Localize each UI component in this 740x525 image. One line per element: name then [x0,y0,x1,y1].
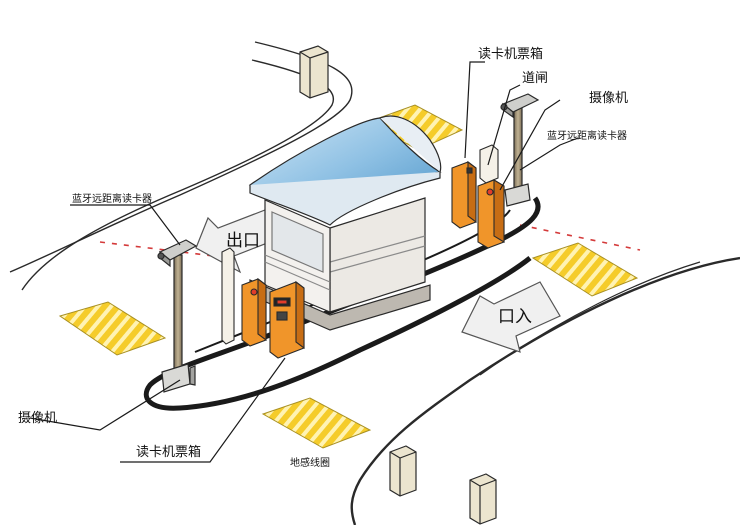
bluetooth-reader-left [221,247,235,345]
ticket-box-right [451,144,505,249]
label-barrier-gate: 道闸 [522,71,548,86]
bollard-icon [299,45,329,99]
leader-lines [29,61,579,463]
label-exit-sign: 出口 [226,231,260,251]
camera-icon [500,93,540,119]
ticket-box-left [221,247,305,359]
booth-icon [248,115,442,331]
label-card-reader-bottom: 读卡机票箱 [136,444,201,460]
ticket-box-icon [451,160,477,229]
loop-detector-right [531,242,639,297]
loop-detector-bottom [261,397,372,449]
label-card-reader-top: 读卡机票箱 [478,46,543,62]
bollards [299,45,497,525]
barrier-gate-icon [241,277,267,347]
label-camera-left: 摄像机 [18,411,57,426]
barrier-gate-icon [477,179,505,249]
bollard-icon [389,445,417,497]
bollard-icon [469,473,497,525]
entry-arrow-icon [461,281,561,353]
ticket-box-icon [269,280,305,359]
bluetooth-reader-right [479,144,499,184]
label-bluetooth-right: 蓝牙远距离读卡器 [547,129,627,142]
traffic-island-outline [143,196,541,411]
road-curve-right-inner [479,261,701,376]
camera-icon [157,239,198,268]
road-curve-right [350,256,740,525]
label-loop-detector: 地感线圈 [290,456,330,469]
label-camera-right: 摄像机 [589,91,628,106]
label-entry-sign: 口入 [498,307,532,327]
loop-detectors [58,104,639,449]
labels: 读卡机票箱 道闸 摄像机 蓝牙远距离读卡器 蓝牙远距离读卡器 出口 口入 摄像机… [18,46,628,469]
label-bluetooth-left: 蓝牙远距离读卡器 [72,192,152,205]
camera-left [157,239,198,393]
loop-detector-left [58,301,167,356]
camera-right [500,93,540,207]
